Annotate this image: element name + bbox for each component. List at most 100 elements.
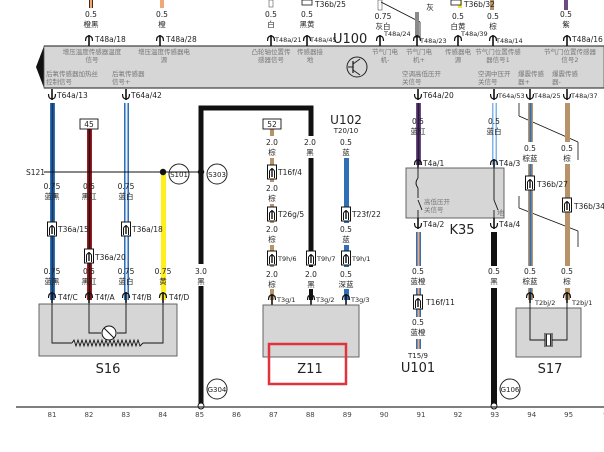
connector-label: T9h/7 — [316, 255, 336, 263]
wire-color: 黑 — [307, 280, 315, 289]
wire-color: 黑 — [306, 148, 314, 157]
wire-gauge: 0.75 — [155, 267, 172, 276]
pin-label: T4f/B — [131, 293, 152, 302]
connector-label: T9h/6 — [277, 255, 297, 263]
wire-color: 蓝白 — [119, 191, 134, 201]
component-label-z11: Z11 — [297, 362, 322, 377]
wire-gauge: 2.0 — [266, 270, 278, 279]
wire-gauge: 0.5 — [561, 144, 573, 153]
function-label: 空调中压开关信号 — [478, 70, 511, 86]
k35-ground-label: 地 — [497, 208, 504, 217]
fuse-number: 45 — [84, 120, 94, 129]
pin-label: T48a/25 — [533, 92, 561, 100]
wire-color: 灰白 — [376, 21, 391, 31]
wire-gauge: 0.5 — [340, 270, 352, 279]
pin-label: T4f/A — [94, 293, 116, 302]
splice-label: S121 — [26, 168, 45, 177]
function-label: 凸轮轴位置传感器信号 — [251, 48, 291, 64]
pin-label: T15/9 — [407, 352, 428, 360]
top-pins: T48a/18 T48a/28 T48a/21 T48a/45 T48a/24 … — [84, 30, 603, 47]
wire-gauge: 0.5 — [412, 117, 424, 126]
wire-gauge: 0.5 — [340, 225, 352, 234]
connector-label: T23f/22 — [351, 210, 381, 219]
grid-numbers: 8182838485868788899091929394959 — [48, 411, 604, 419]
transistor-icon — [346, 56, 368, 78]
grid-number: 91 — [417, 411, 426, 419]
wire-gauge: 2.0 — [266, 225, 278, 234]
pin-label: T20/10 — [333, 127, 358, 135]
pin-label: T4a/2 — [422, 220, 444, 229]
connector-icon — [301, 0, 313, 6]
wire-color: 蓝橙 — [411, 276, 426, 286]
connector-label: T9h/1 — [351, 255, 371, 263]
grid-number: 90 — [380, 411, 389, 419]
wire-gauge: 0.5 — [301, 10, 313, 19]
wire-gauge: 0.5 — [488, 267, 500, 276]
pin-label: T4a/3 — [498, 159, 520, 168]
wire-color: 深蓝 — [339, 279, 354, 289]
pin-label: T64a/13 — [56, 91, 88, 100]
function-label: 增压温度传感器温度信号 — [62, 48, 122, 64]
component-label-s17: S17 — [538, 362, 563, 377]
grid-number: 92 — [453, 411, 462, 419]
z11-wires: 52 U102 T20/10 2.0 棕 2.0 黑 0.5 蓝 T16f/4 … — [262, 113, 381, 306]
module-function-labels: 增压温度传感器温度信号 增压温度传感器电源 凸轮轴位置传感器信号 传感器接地 节… — [46, 48, 596, 86]
wire-color: 棕 — [563, 153, 571, 163]
grid-number: 84 — [158, 411, 167, 419]
ground-label: G106 — [501, 386, 520, 394]
function-label: 传感器接地 — [297, 48, 323, 64]
wire-color: 紫 — [562, 20, 570, 29]
function-label: 节气门位置传感器信号2 — [544, 48, 596, 64]
pin-label: T3g/2 — [315, 296, 335, 304]
wire-gauge: 0.5 — [524, 267, 536, 276]
wire-gauge: 2.0 — [305, 270, 317, 279]
wire-gauge: 0.5 — [83, 182, 95, 191]
function-label: 增压温度传感器电源 — [138, 48, 190, 64]
grid-number: 94 — [527, 411, 536, 419]
function-label: 节气门电机- — [372, 48, 398, 64]
wire-color: 黑红 — [82, 191, 97, 201]
pin-label: T48a/37 — [570, 92, 598, 100]
grid-number: 86 — [232, 411, 241, 419]
pin-label: T48a/16 — [571, 35, 603, 44]
s16-wires: S101 S121 45 0.75 蓝黑 0.5 黑红 0.75 蓝白 T36a… — [26, 103, 190, 304]
pin-label: T2bj/1 — [571, 299, 592, 307]
connector-label: T36a/18 — [131, 225, 163, 234]
wire-color: 黄 — [159, 276, 167, 286]
pin-label: T48a/21 — [274, 36, 302, 44]
wire-gauge: 0.5 — [85, 10, 97, 19]
grid-number: 93 — [490, 411, 499, 419]
wire-color: 蓝黑 — [45, 276, 60, 286]
wire-gauge: 0.75 — [375, 12, 392, 21]
pin-label: T48a/24 — [383, 30, 411, 38]
fuse-box — [262, 118, 282, 130]
wire-color: 黑 — [490, 277, 498, 286]
grid-number: 88 — [306, 411, 315, 419]
connector-label: T16f/4 — [277, 168, 302, 177]
wire-gauge: 0.75 — [118, 182, 135, 191]
function-label: 爆震传感器+ — [518, 70, 544, 86]
grid-number: 85 — [195, 411, 204, 419]
component-k35: 高低压开关信号 地 T4a/2 T4a/4 K35 — [405, 167, 520, 238]
s17-wires: 0.5 棕蓝 0.5 棕 T36b/27 T36b/34 0.5 棕蓝 0.5 … — [518, 103, 604, 307]
wire-color: 白黄 — [451, 21, 466, 31]
pin-label: T4f/C — [57, 293, 78, 302]
wire-gauge: 0.5 — [452, 12, 464, 21]
component-label-s16: S16 — [96, 362, 121, 377]
splice-label: S303 — [208, 171, 226, 179]
wire-color: 棕 — [268, 147, 276, 157]
wire-gauge: 2.0 — [266, 138, 278, 147]
splice-label: S101 — [170, 171, 188, 179]
splice-s303 — [206, 163, 228, 185]
wire-gauge: 0.5 — [524, 144, 536, 153]
highlight-box — [267, 342, 348, 386]
k35-wires: 0.5 蓝红 0.5 蓝白 T4a/1 T4a/3 — [411, 103, 520, 171]
component-z11: Z11 — [262, 304, 360, 386]
ground-wire-g304: S303 3.0 黑 G304 — [163, 105, 314, 410]
k35-function-label: 高低压开关信号 — [424, 198, 450, 214]
wire-color: 蓝 — [342, 147, 350, 157]
component-s17: S17 — [515, 300, 582, 377]
module-name-u100: U100 — [333, 32, 367, 47]
wire-color: 棕 — [268, 279, 276, 289]
